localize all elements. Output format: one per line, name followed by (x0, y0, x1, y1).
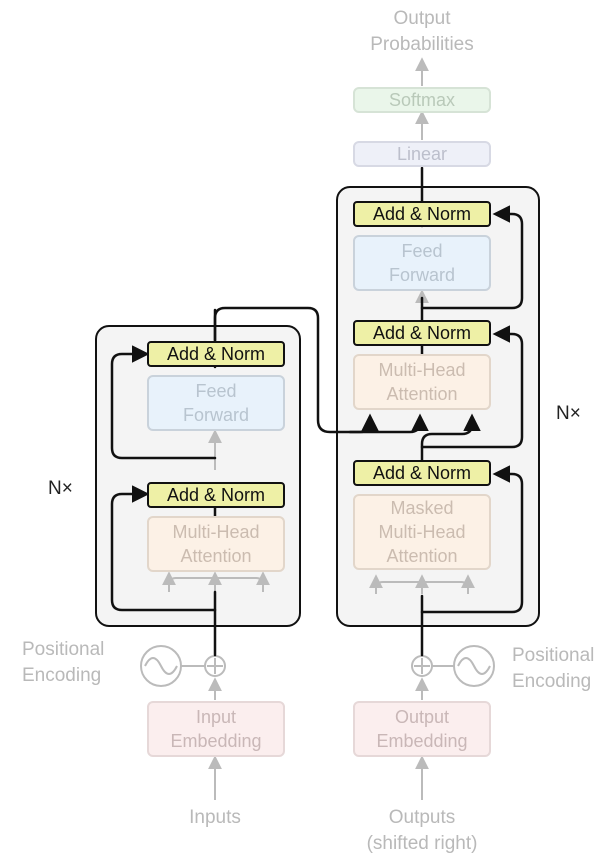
inputs-label: Inputs (189, 807, 241, 828)
encoder-add-norm-2: Add & Norm (147, 341, 285, 367)
linear-block: Linear (353, 141, 491, 167)
decoder-add-norm-1: Add & Norm (353, 460, 491, 486)
softmax-block: Softmax (353, 87, 491, 113)
decoder-nx-label: N× (556, 403, 581, 424)
encoder-positional-encoding-label: Positional Encoding (22, 639, 105, 686)
masked-multi-head-attention: Masked Multi-Head Attention (353, 494, 491, 570)
encoder-feed-forward: Feed Forward (147, 375, 285, 431)
decoder-feed-forward: Feed Forward (353, 235, 491, 291)
encoder-nx-label: N× (48, 478, 73, 499)
encoder-add-norm-1: Add & Norm (147, 482, 285, 508)
input-embedding-block: Input Embedding (147, 701, 285, 757)
decoder-add-norm-2: Add & Norm (353, 320, 491, 346)
output-embedding-block: Output Embedding (353, 701, 491, 757)
encoder-multi-head-attention: Multi-Head Attention (147, 516, 285, 572)
output-probabilities-label: Output Probabilities (370, 8, 474, 55)
decoder-add-norm-3: Add & Norm (353, 201, 491, 227)
decoder-multi-head-attention: Multi-Head Attention (353, 354, 491, 410)
outputs-label: Outputs (shifted right) (366, 807, 478, 854)
decoder-positional-encoding-label: Positional Encoding (512, 645, 595, 692)
